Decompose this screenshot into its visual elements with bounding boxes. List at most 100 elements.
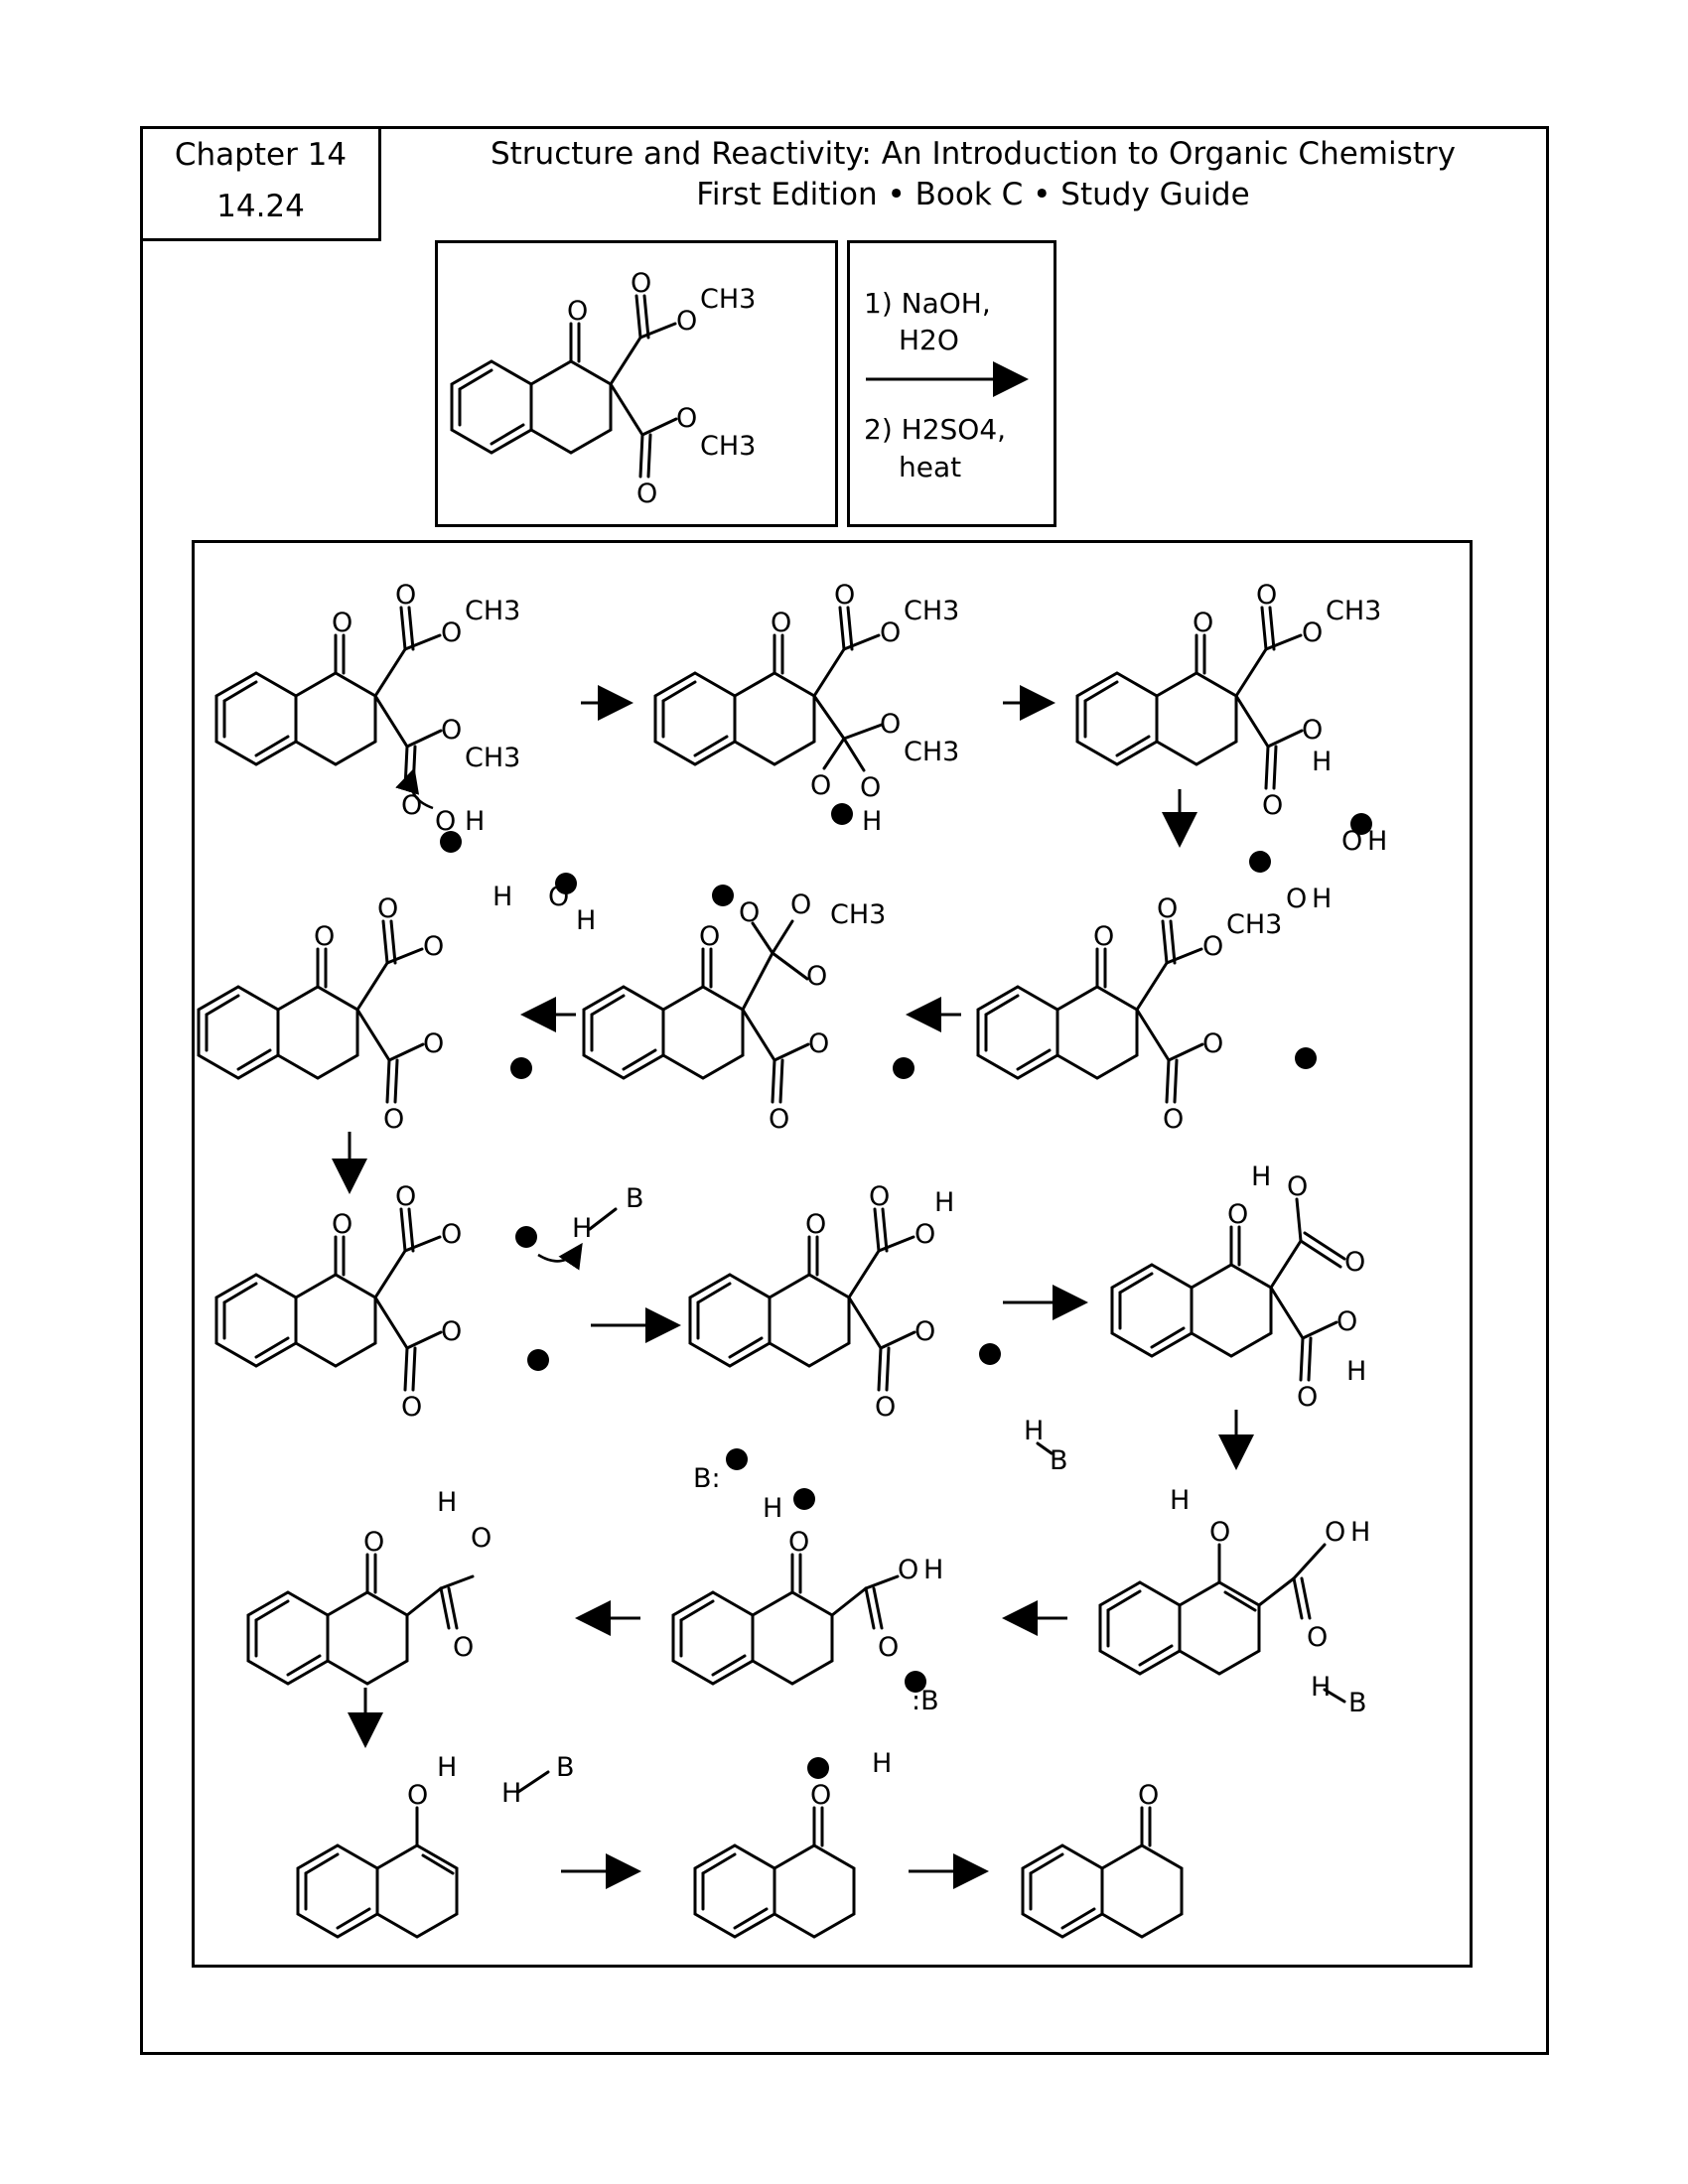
atom-label: H bbox=[1312, 884, 1332, 914]
atom-label: CH3 bbox=[700, 284, 756, 315]
negative-charge-icon bbox=[440, 831, 462, 853]
reactant-box bbox=[435, 240, 838, 527]
atom-label: O bbox=[1193, 608, 1213, 638]
negative-charge-icon bbox=[1249, 851, 1271, 873]
reagent-step2-condition: heat bbox=[899, 451, 961, 483]
book-title: Structure and Reactivity: An Introductio… bbox=[490, 136, 1457, 172]
negative-charge-icon bbox=[979, 1343, 1001, 1365]
atom-label: O bbox=[1138, 1780, 1159, 1811]
atom-label: O bbox=[441, 1219, 462, 1250]
atom-label: O bbox=[676, 306, 697, 337]
atom-label: O bbox=[739, 897, 760, 928]
chapter-label: Chapter 14 bbox=[174, 137, 348, 173]
atom-label: O bbox=[898, 1555, 918, 1585]
book-subtitle: First Edition • Book C • Study Guide bbox=[696, 177, 1250, 212]
atom-label: O bbox=[441, 617, 462, 648]
negative-charge-icon bbox=[1350, 813, 1372, 835]
atom-label: B bbox=[556, 1752, 575, 1783]
negative-charge-icon bbox=[831, 803, 853, 825]
atom-label: H bbox=[437, 1487, 457, 1518]
reagent-step1: 1) NaOH, bbox=[864, 287, 991, 320]
atom-label: O bbox=[1202, 931, 1223, 962]
atom-label: H bbox=[1312, 747, 1332, 777]
atom-label: H bbox=[1367, 826, 1387, 857]
reagents: 1) NaOH, H2O 2) H2SO4, heat bbox=[864, 287, 1029, 483]
atom-label: O bbox=[332, 1209, 352, 1240]
atom-label: H bbox=[465, 806, 485, 837]
negative-charge-icon bbox=[726, 1448, 748, 1470]
atom-label: O bbox=[423, 1028, 444, 1059]
atom-label: O bbox=[383, 1104, 404, 1135]
atom-label: CH3 bbox=[904, 596, 959, 626]
atom-label: O bbox=[1256, 580, 1277, 611]
positive-charge-icon bbox=[793, 1488, 815, 1510]
atom-label: O bbox=[1202, 1028, 1223, 1059]
atom-label: O bbox=[1336, 1306, 1357, 1337]
negative-charge-icon bbox=[1295, 1047, 1317, 1069]
atom-label: H bbox=[576, 905, 596, 936]
atom-label: O bbox=[788, 1527, 809, 1558]
atom-label: O bbox=[567, 296, 588, 327]
atom-label: B bbox=[1348, 1688, 1367, 1718]
atom-label: H bbox=[437, 1752, 457, 1783]
atom-label: O bbox=[636, 478, 657, 509]
intermediate-10: O H O H O H B bbox=[1098, 1485, 1370, 1718]
atom-label: O bbox=[1302, 617, 1323, 648]
intermediate-12: O H O O bbox=[246, 1487, 492, 1686]
atom-label: O bbox=[1157, 893, 1178, 924]
atom-label: O bbox=[1297, 1382, 1318, 1413]
atom-label: O bbox=[441, 715, 462, 746]
negative-charge-icon bbox=[515, 1226, 537, 1248]
enol-intermediate: O H H B bbox=[296, 1752, 575, 1939]
intermediate-5: O O O CH3 O O O bbox=[582, 885, 914, 1135]
atom-label: O bbox=[1093, 921, 1114, 952]
intermediate-2: O O O CH3 O CH3 O O H bbox=[653, 580, 959, 837]
atom-label: O bbox=[805, 1209, 826, 1240]
protonated-ketone: O H bbox=[693, 1748, 892, 1939]
atom-label: H bbox=[572, 1213, 592, 1244]
atom-label: O bbox=[441, 1316, 462, 1347]
atom-label: O bbox=[914, 1219, 935, 1250]
atom-label: O bbox=[395, 580, 416, 611]
atom-label: B bbox=[1050, 1445, 1068, 1476]
reagent-step1-solvent: H2O bbox=[899, 324, 959, 356]
intermediate-11: O H B: O H O :B bbox=[671, 1448, 943, 1716]
atom-label: O bbox=[1344, 1247, 1365, 1278]
atom-label: O bbox=[676, 403, 697, 434]
atom-label: O bbox=[332, 608, 352, 638]
atom-label: H bbox=[492, 882, 512, 912]
atom-label: O bbox=[860, 772, 881, 803]
book-header: Structure and Reactivity: An Introductio… bbox=[397, 134, 1549, 215]
atom-label: H bbox=[1170, 1485, 1190, 1516]
negative-charge-icon bbox=[712, 885, 734, 906]
atom-label: H bbox=[1311, 1672, 1331, 1703]
negative-charge-icon bbox=[893, 1057, 914, 1079]
atom-label: O bbox=[1325, 1517, 1345, 1548]
atom-label: O bbox=[1209, 1517, 1230, 1548]
curly-arrow bbox=[395, 767, 434, 810]
atom-label: H bbox=[1251, 1161, 1271, 1192]
negative-charge-icon bbox=[555, 873, 577, 894]
atom-label: O bbox=[878, 1632, 899, 1663]
atom-label: O bbox=[771, 608, 791, 638]
intermediate-1: O O O CH3 O CH3 O O H bbox=[214, 580, 520, 853]
atom-label: O bbox=[834, 580, 855, 611]
final-product: O bbox=[1021, 1780, 1184, 1939]
negative-charge-icon bbox=[527, 1349, 549, 1371]
atom-label: O bbox=[423, 931, 444, 962]
atom-label: CH3 bbox=[1326, 596, 1381, 626]
atom-label: O bbox=[314, 921, 335, 952]
atom-label: O bbox=[1262, 790, 1283, 821]
atom-label: O bbox=[377, 893, 398, 924]
atom-label: O bbox=[1302, 715, 1323, 746]
intermediate-4: O O O CH3 O O O H bbox=[976, 851, 1332, 1135]
atom-label: O bbox=[453, 1632, 474, 1663]
atom-label: CH3 bbox=[700, 431, 756, 462]
negative-charge-icon bbox=[905, 1671, 926, 1693]
atom-label: CH3 bbox=[465, 596, 520, 626]
atom-label: O bbox=[401, 790, 422, 821]
atom-label: O bbox=[1307, 1622, 1328, 1653]
atom-label: O bbox=[435, 806, 456, 837]
reagent-box bbox=[847, 240, 1056, 527]
atom-label: H bbox=[501, 1778, 521, 1809]
